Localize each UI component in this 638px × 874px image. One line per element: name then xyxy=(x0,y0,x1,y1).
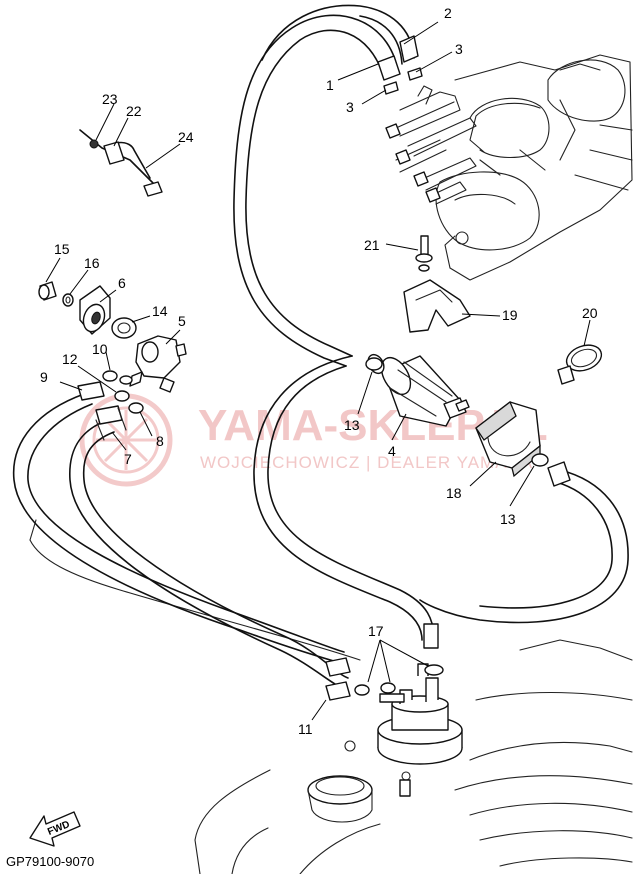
callout-12: 12 xyxy=(62,351,78,367)
engine-outline xyxy=(385,54,633,281)
callout-6: 6 xyxy=(118,275,126,291)
callout-19: 19 xyxy=(502,307,518,323)
hose-2 xyxy=(261,4,415,61)
callout-5: 5 xyxy=(178,313,186,329)
clamp-20 xyxy=(557,344,603,385)
callout-20: 20 xyxy=(582,305,598,321)
callout-14: 14 xyxy=(152,303,168,319)
callout-22: 22 xyxy=(126,103,142,119)
callout-18: 18 xyxy=(446,485,462,501)
hose-7 xyxy=(69,419,347,691)
hose-1 xyxy=(245,29,385,357)
callout-21: 21 xyxy=(364,237,380,253)
callout-3-lower: 3 xyxy=(346,99,354,115)
hose-13-to-pump xyxy=(267,365,435,641)
hose-clamps-13 xyxy=(365,67,549,467)
callout-17: 17 xyxy=(368,623,384,639)
filter-holder xyxy=(475,400,541,478)
fuel-hoses xyxy=(12,4,629,701)
callout-2: 2 xyxy=(444,5,452,21)
watermark: YAMA-SKLEP.PL WOJCIECHOWICZ | DEALER YAM… xyxy=(79,393,548,487)
callout-8: 8 xyxy=(156,433,164,449)
fuel-cock-assembly xyxy=(38,281,187,414)
hose-9 xyxy=(12,393,345,665)
callout-4: 4 xyxy=(388,443,396,459)
bracket-19 xyxy=(403,235,471,333)
callout-7: 7 xyxy=(124,451,132,467)
callout-16: 16 xyxy=(84,255,100,271)
callout-3-upper: 3 xyxy=(455,41,463,57)
fwd-arrow-icon: FWD xyxy=(29,811,81,847)
fuel-pump xyxy=(307,663,463,823)
clamps-17 xyxy=(354,664,444,696)
leader-lines xyxy=(45,21,591,721)
callout-11: 11 xyxy=(298,721,313,737)
diagram-code: GP79100-9070 xyxy=(6,854,94,869)
callout-24: 24 xyxy=(178,129,194,145)
callout-15: 15 xyxy=(54,241,70,257)
cable-tie xyxy=(79,129,163,197)
callout-1: 1 xyxy=(326,77,334,93)
watermark-subtitle: WOJCIECHOWICZ | DEALER YAMAHA xyxy=(200,453,533,472)
callout-13-lower: 13 xyxy=(500,511,516,527)
callouts: 1 2 3 3 4 5 6 7 8 9 10 11 12 13 13 14 15… xyxy=(40,5,598,737)
callout-9: 9 xyxy=(40,369,48,385)
callout-10: 10 xyxy=(92,341,108,357)
callout-13-upper: 13 xyxy=(344,417,360,433)
callout-23: 23 xyxy=(102,91,118,107)
fuel-tank-outline xyxy=(29,519,633,874)
